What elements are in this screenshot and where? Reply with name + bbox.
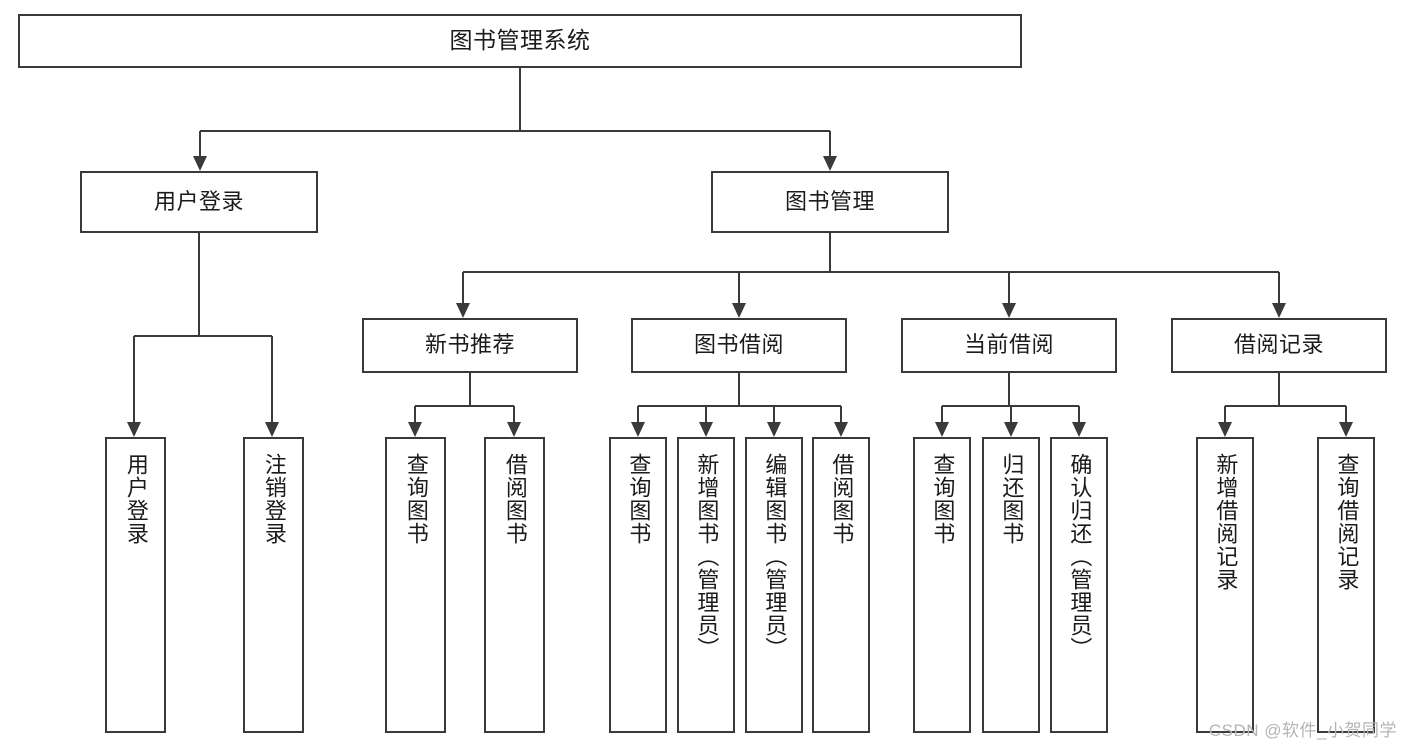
arrowhead-icon-root-0 — [193, 156, 207, 171]
arrowhead-icon-book-1 — [732, 303, 746, 318]
connector-stem-root — [519, 68, 521, 131]
connector-stem-book — [829, 233, 831, 272]
connector-drop-root-1 — [829, 131, 831, 156]
connector-stem-g0 — [469, 373, 471, 406]
connector-drop-g1-0 — [637, 406, 639, 422]
csdn-watermark: CSDN @软件_小贺同学 — [1208, 721, 1397, 740]
connector-stem-user — [198, 233, 200, 336]
connector-stem-g2 — [1008, 373, 1010, 406]
arrowhead-icon-user-0 — [127, 422, 141, 437]
node-l2-用户登录[interactable]: 用户登录 — [80, 171, 318, 233]
connector-bar-user — [134, 335, 272, 337]
connector-drop-book-0 — [462, 272, 464, 303]
arrowhead-icon-root-1 — [823, 156, 837, 171]
node-leaf-查询图书[interactable]: 查询图书 — [609, 437, 667, 733]
node-label: 图书管理 — [784, 188, 875, 214]
connector-stem-g3 — [1278, 373, 1280, 406]
node-l3-图书借阅[interactable]: 图书借阅 — [631, 318, 847, 373]
arrowhead-icon-book-0 — [456, 303, 470, 318]
connector-drop-root-0 — [199, 131, 201, 156]
node-label: 归还图书 — [999, 453, 1025, 545]
node-leaf-归还图书[interactable]: 归还图书 — [982, 437, 1040, 733]
node-leaf-新增借阅记录[interactable]: 新增借阅记录 — [1196, 437, 1254, 733]
node-leaf-编辑图书管理员[interactable]: 编辑图书（管理员） — [745, 437, 803, 733]
node-leaf-查询图书[interactable]: 查询图书 — [385, 437, 446, 733]
arrowhead-icon-g2-0 — [935, 422, 949, 437]
arrowhead-icon-g2-1 — [1004, 422, 1018, 437]
node-leaf-借阅图书[interactable]: 借阅图书 — [812, 437, 870, 733]
connector-drop-g2-1 — [1010, 406, 1012, 422]
arrowhead-icon-g3-0 — [1218, 422, 1232, 437]
connector-drop-g2-2 — [1078, 406, 1080, 422]
connector-drop-book-3 — [1278, 272, 1280, 303]
node-label: 借阅图书 — [502, 453, 528, 545]
connector-drop-book-1 — [738, 272, 740, 303]
node-label: 当前借阅 — [963, 332, 1054, 358]
arrowhead-icon-g2-2 — [1072, 422, 1086, 437]
node-leaf-注销登录[interactable]: 注销登录 — [243, 437, 304, 733]
arrowhead-icon-g1-2 — [767, 422, 781, 437]
node-label: 借阅记录 — [1233, 332, 1324, 358]
connector-bar-g3 — [1225, 405, 1346, 407]
node-label: 图书借阅 — [693, 332, 784, 358]
node-root-book-management-system[interactable]: 图书管理系统 — [18, 14, 1022, 68]
connector-drop-g3-1 — [1345, 406, 1347, 422]
node-label: 用户登录 — [153, 188, 244, 214]
connector-bar-root — [200, 130, 830, 132]
connector-drop-g1-2 — [773, 406, 775, 422]
node-l3-借阅记录[interactable]: 借阅记录 — [1171, 318, 1387, 373]
node-leaf-新增图书管理员[interactable]: 新增图书（管理员） — [677, 437, 735, 733]
node-leaf-借阅图书[interactable]: 借阅图书 — [484, 437, 545, 733]
arrowhead-icon-g0-1 — [507, 422, 521, 437]
node-l3-新书推荐[interactable]: 新书推荐 — [362, 318, 578, 373]
connector-drop-g2-0 — [941, 406, 943, 422]
node-label: 新书推荐 — [424, 332, 515, 358]
arrowhead-icon-g0-0 — [408, 422, 422, 437]
connector-bar-g1 — [638, 405, 841, 407]
node-label: 确认归还（管理员） — [1067, 453, 1093, 660]
node-label: 编辑图书（管理员） — [762, 453, 788, 660]
connector-drop-g0-0 — [414, 406, 416, 422]
connector-stem-g1 — [738, 373, 740, 406]
node-label: 查询图书 — [403, 453, 429, 545]
node-leaf-用户登录[interactable]: 用户登录 — [105, 437, 166, 733]
connector-drop-user-0 — [133, 336, 135, 422]
connector-drop-g1-1 — [705, 406, 707, 422]
arrowhead-icon-user-1 — [265, 422, 279, 437]
connector-drop-g3-0 — [1224, 406, 1226, 422]
connector-drop-g0-1 — [513, 406, 515, 422]
node-l3-当前借阅[interactable]: 当前借阅 — [901, 318, 1117, 373]
connector-drop-book-2 — [1008, 272, 1010, 303]
node-label: 注销登录 — [261, 453, 287, 545]
node-label: 新增借阅记录 — [1213, 453, 1239, 591]
node-label: 借阅图书 — [829, 453, 855, 545]
connector-bar-g0 — [415, 405, 514, 407]
node-leaf-确认归还管理员[interactable]: 确认归还（管理员） — [1050, 437, 1108, 733]
connector-bar-book — [463, 271, 1279, 273]
arrowhead-icon-g1-0 — [631, 422, 645, 437]
node-label: 新增图书（管理员） — [694, 453, 720, 660]
arrowhead-icon-g3-1 — [1339, 422, 1353, 437]
node-label: 查询借阅记录 — [1334, 453, 1360, 591]
arrowhead-icon-g1-1 — [699, 422, 713, 437]
connector-drop-g1-3 — [840, 406, 842, 422]
arrowhead-icon-book-3 — [1272, 303, 1286, 318]
node-label: 图书管理系统 — [449, 27, 591, 54]
node-label: 查询图书 — [626, 453, 652, 545]
node-l2-图书管理[interactable]: 图书管理 — [711, 171, 949, 233]
arrowhead-icon-g1-3 — [834, 422, 848, 437]
arrowhead-icon-book-2 — [1002, 303, 1016, 318]
connector-drop-user-1 — [271, 336, 273, 422]
node-label: 用户登录 — [123, 453, 149, 545]
node-label: 查询图书 — [930, 453, 956, 545]
node-leaf-查询借阅记录[interactable]: 查询借阅记录 — [1317, 437, 1375, 733]
node-leaf-查询图书[interactable]: 查询图书 — [913, 437, 971, 733]
